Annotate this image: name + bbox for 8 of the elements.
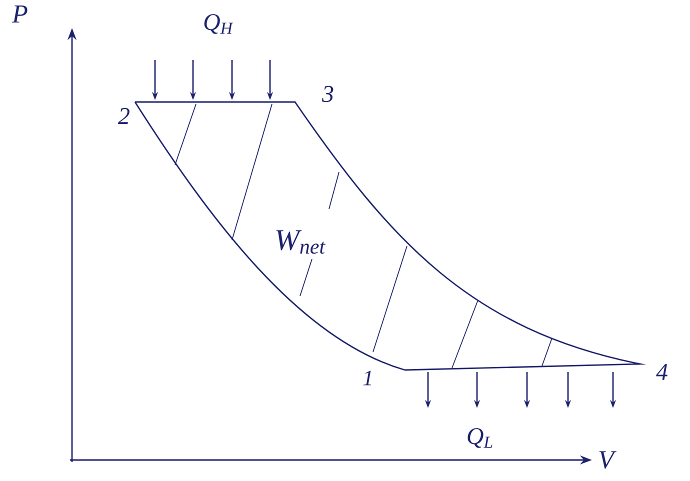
heat-label: Q$_{H}$ [204, 14, 234, 34]
state-number: 1 [363, 370, 372, 386]
axis-label: P [12, 5, 28, 22]
axis-label: V [599, 451, 616, 469]
state-number: 3 [322, 86, 334, 102]
heat-label: Q$_{L}$ [468, 428, 492, 448]
state-number: 2 [118, 108, 130, 124]
state-number: 4 [656, 364, 668, 380]
